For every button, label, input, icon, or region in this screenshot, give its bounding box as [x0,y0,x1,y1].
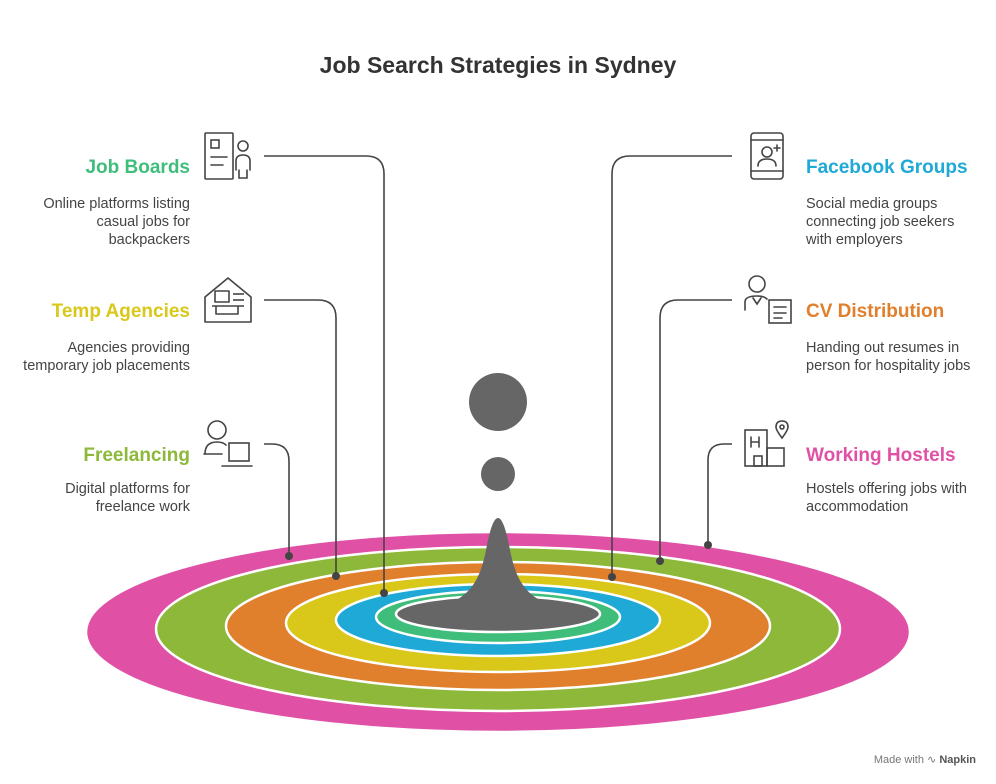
strategy-title: Job Boards [85,157,190,178]
strategy-description: Digital platforms for freelance work [65,481,190,515]
strategy-description: Hostels offering jobs with accommodation [806,481,967,515]
mobile-add-user-icon [750,132,784,180]
strategy-title: Working Hostels [806,445,956,466]
falling-drop-large [469,373,527,431]
job-board-icon [204,132,251,180]
strategy-description: Online platforms listing casual jobs for… [43,196,190,248]
connector-working-hostels [707,443,732,545]
strategy-description: Handing out resumes in person for hospit… [806,340,971,374]
strategy-title: Temp Agencies [51,301,190,322]
strategy-title: CV Distribution [806,301,945,322]
agency-building-icon [204,277,252,323]
drop-splash [436,518,560,607]
connector-cv-distribution [659,299,732,561]
connector-job-boards-dot [380,589,388,597]
hostel-location-icon [744,420,789,467]
connector-temp-agencies-dot [332,572,340,580]
freelancer-laptop-icon [203,420,253,467]
strategy-title: Facebook Groups [806,157,968,178]
strategy-description: Social media groups connecting job seeke… [806,196,955,248]
person-resume-icon [744,275,792,324]
falling-drop-small [481,457,515,491]
credit-brand: Napkin [939,754,976,766]
connector-facebook-groups-dot [608,573,616,581]
connector-freelancing [264,443,290,556]
page-title: Job Search Strategies in Sydney [319,52,677,78]
connector-facebook-groups [611,155,732,577]
connector-job-boards [264,155,385,593]
credit-prefix: Made with [873,754,924,766]
connector-cv-distribution-dot [656,557,664,565]
connector-working-hostels-dot [704,541,712,549]
strategy-description: Agencies providing temporary job placeme… [23,340,190,374]
connector-temp-agencies [264,299,337,576]
made-with-credit[interactable]: Made with ∿ Napkin [874,753,976,766]
strategy-title: Freelancing [83,445,190,466]
napkin-logo-icon: ∿ [927,754,937,766]
connector-freelancing-dot [285,552,293,560]
